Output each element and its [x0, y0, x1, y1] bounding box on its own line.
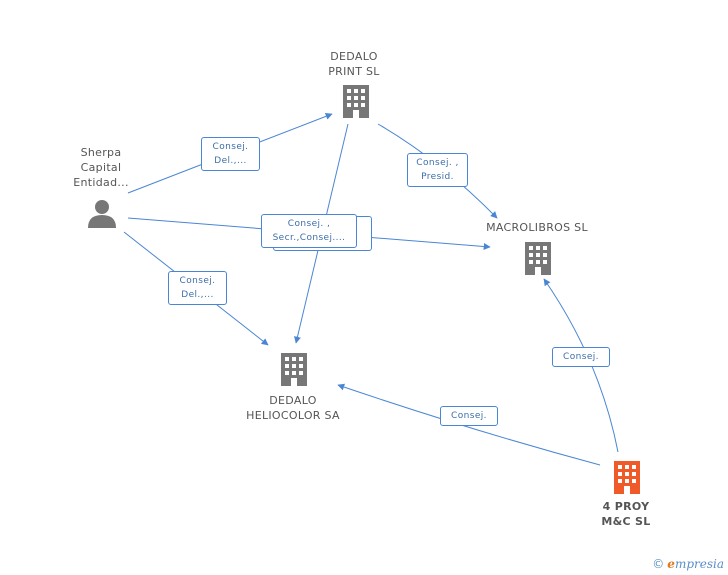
brand-initial: e [667, 557, 675, 571]
node-label-line: DEDALO [269, 394, 317, 407]
edge-label-line: Del.,... [214, 156, 247, 166]
edge-label-line: Consej. , [416, 158, 459, 168]
node-label-dedalo-heliocolor[interactable]: DEDALO HELIOCOLOR SA [236, 393, 350, 423]
copyright-icon: © [652, 557, 665, 571]
node-label-macrolibros[interactable]: MACROLIBROS SL [478, 220, 596, 235]
edge-proy-helio [337, 383, 601, 466]
edge-label-sherpa-helio[interactable]: Consej. Del.,... [168, 271, 227, 305]
edge-label-line: Consej. [179, 276, 216, 286]
node-label-line: PRINT SL [328, 65, 380, 78]
edge-label-line: Consej. [212, 142, 249, 152]
node-label-sherpa[interactable]: Sherpa Capital Entidad... [64, 145, 138, 190]
building-icon[interactable] [343, 85, 369, 118]
empresia-logo[interactable]: ©empresia [652, 557, 724, 571]
node-label-line: Capital [80, 161, 122, 174]
node-label-4-proy[interactable]: 4 PROY M&C SL [588, 499, 664, 529]
brand-name: mpresia [674, 557, 724, 571]
node-label-line: Sherpa [80, 146, 122, 159]
edge-label-line: Consej. [563, 352, 599, 362]
edge-label-sherpa-macro[interactable]: Consej. , Secr.,Consej.... [261, 214, 357, 248]
building-icon[interactable] [525, 242, 551, 275]
edge-label-line: Presid. [421, 172, 454, 182]
building-icon[interactable] [281, 353, 307, 386]
edge-label-line: Secr.,Consej.... [272, 233, 346, 243]
edge-label-line: Consej. [451, 411, 487, 421]
edge-label-proy-helio[interactable]: Consej. [440, 406, 498, 426]
edge-label-sherpa-print[interactable]: Consej. Del.,... [201, 137, 260, 171]
edge-label-proy-macro[interactable]: Consej. [552, 347, 610, 367]
node-label-line: MACROLIBROS SL [486, 221, 588, 234]
node-label-line: M&C SL [601, 515, 651, 528]
node-label-line: DEDALO [330, 50, 378, 63]
edge-label-line: Consej. , [287, 219, 331, 229]
node-label-dedalo-print[interactable]: DEDALO PRINT SL [318, 49, 390, 79]
building-icon[interactable] [614, 461, 640, 494]
node-label-line: HELIOCOLOR SA [246, 409, 340, 422]
edge-label-print-macro[interactable]: Consej. , Presid. [407, 153, 468, 187]
edge-label-line: Del.,... [181, 290, 214, 300]
node-label-line: 4 PROY [602, 500, 650, 513]
person-icon[interactable] [88, 200, 116, 228]
node-label-line: Entidad... [73, 176, 129, 189]
